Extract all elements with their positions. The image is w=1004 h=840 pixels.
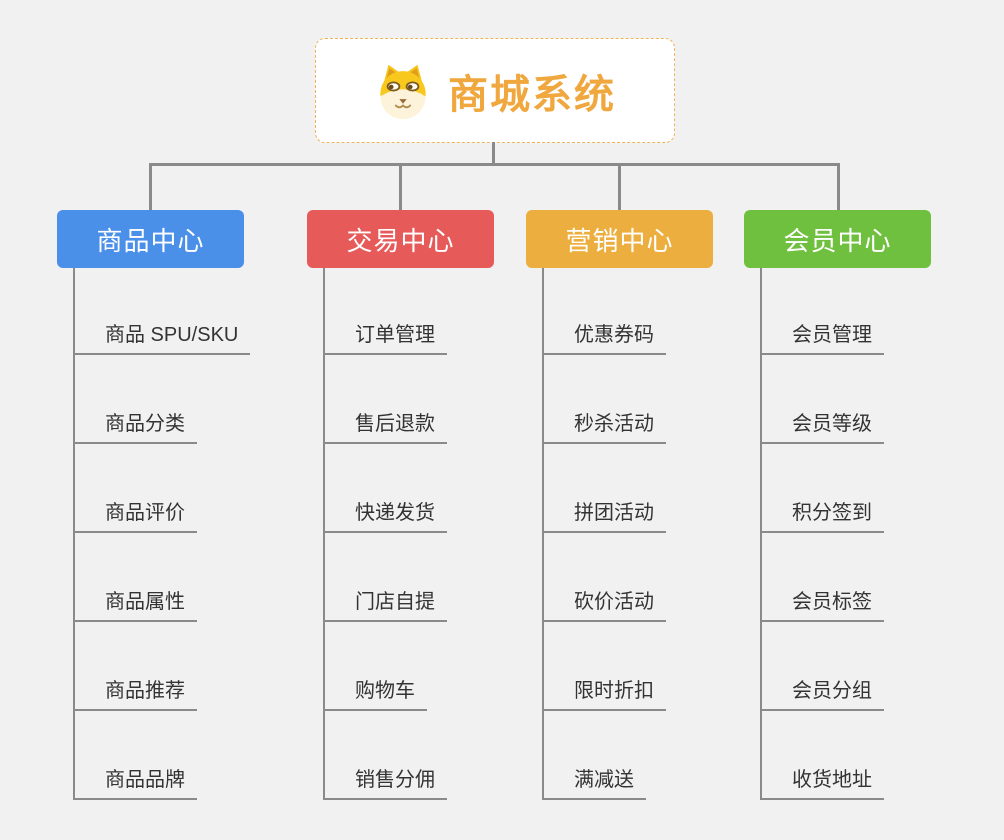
leaf-node[interactable]: 销售分佣 bbox=[323, 766, 447, 800]
branch-leaves: 订单管理售后退款快递发货门店自提购物车销售分佣 bbox=[307, 210, 494, 810]
leaf-node[interactable]: 满减送 bbox=[542, 766, 646, 800]
leaf-node[interactable]: 商品分类 bbox=[73, 410, 197, 444]
leaf-node[interactable]: 商品 SPU/SKU bbox=[73, 321, 251, 355]
branch-leaves: 优惠券码秒杀活动拼团活动砍价活动限时折扣满减送 bbox=[526, 210, 713, 810]
branch: 会员中心 会员管理会员等级积分签到会员标签会员分组收货地址 bbox=[744, 210, 931, 810]
leaf-node[interactable]: 积分签到 bbox=[760, 499, 884, 533]
leaf-node[interactable]: 购物车 bbox=[323, 677, 427, 711]
leaf-node[interactable]: 会员分组 bbox=[760, 677, 884, 711]
leaf-node[interactable]: 商品属性 bbox=[73, 588, 197, 622]
leaf-node[interactable]: 商品推荐 bbox=[73, 677, 197, 711]
leaf-node[interactable]: 会员管理 bbox=[760, 321, 884, 355]
dog-face-icon bbox=[374, 62, 432, 120]
branch-leaves: 会员管理会员等级积分签到会员标签会员分组收货地址 bbox=[744, 210, 931, 810]
branch: 营销中心 优惠券码秒杀活动拼团活动砍价活动限时折扣满减送 bbox=[526, 210, 713, 810]
leaf-node[interactable]: 商品品牌 bbox=[73, 766, 197, 800]
leaf-node[interactable]: 优惠券码 bbox=[542, 321, 666, 355]
leaf-node[interactable]: 限时折扣 bbox=[542, 677, 666, 711]
root-stem-connector bbox=[492, 142, 495, 165]
leaf-node[interactable]: 会员标签 bbox=[760, 588, 884, 622]
leaf-node[interactable]: 商品评价 bbox=[73, 499, 197, 533]
branch-node-交易中心[interactable]: 交易中心 bbox=[307, 210, 494, 268]
branch: 交易中心 订单管理售后退款快递发货门店自提购物车销售分佣 bbox=[307, 210, 494, 810]
root-node[interactable]: 商城系统 bbox=[315, 38, 675, 143]
branch-leaves: 商品 SPU/SKU 商品分类商品评价商品属性商品推荐商品品牌 bbox=[57, 210, 251, 810]
branch-bus-connector bbox=[149, 163, 840, 166]
branch-node-会员中心[interactable]: 会员中心 bbox=[744, 210, 931, 268]
leaf-node[interactable]: 门店自提 bbox=[323, 588, 447, 622]
branch-node-营销中心[interactable]: 营销中心 bbox=[526, 210, 713, 268]
branch-drop-connector bbox=[399, 165, 402, 210]
leaf-node[interactable]: 快递发货 bbox=[323, 499, 447, 533]
branch-trunk-connector bbox=[542, 268, 544, 800]
branch-trunk-connector bbox=[323, 268, 325, 800]
branch-drop-connector bbox=[149, 165, 152, 210]
leaf-node[interactable]: 秒杀活动 bbox=[542, 410, 666, 444]
branch: 商品中心 商品 SPU/SKU 商品分类商品评价商品属性商品推荐商品品牌 bbox=[57, 210, 251, 810]
branch-trunk-connector bbox=[760, 268, 762, 800]
leaf-node[interactable]: 售后退款 bbox=[323, 410, 447, 444]
branch-drop-connector bbox=[837, 165, 840, 210]
branch-node-商品中心[interactable]: 商品中心 bbox=[57, 210, 244, 268]
leaf-node[interactable]: 订单管理 bbox=[323, 321, 447, 355]
root-title: 商城系统 bbox=[448, 72, 616, 117]
leaf-node[interactable]: 收货地址 bbox=[760, 766, 884, 800]
leaf-node[interactable]: 会员等级 bbox=[760, 410, 884, 444]
branch-drop-connector bbox=[618, 165, 621, 210]
leaf-node[interactable]: 砍价活动 bbox=[542, 588, 666, 622]
leaf-node[interactable]: 拼团活动 bbox=[542, 499, 666, 533]
branch-trunk-connector bbox=[73, 268, 75, 800]
